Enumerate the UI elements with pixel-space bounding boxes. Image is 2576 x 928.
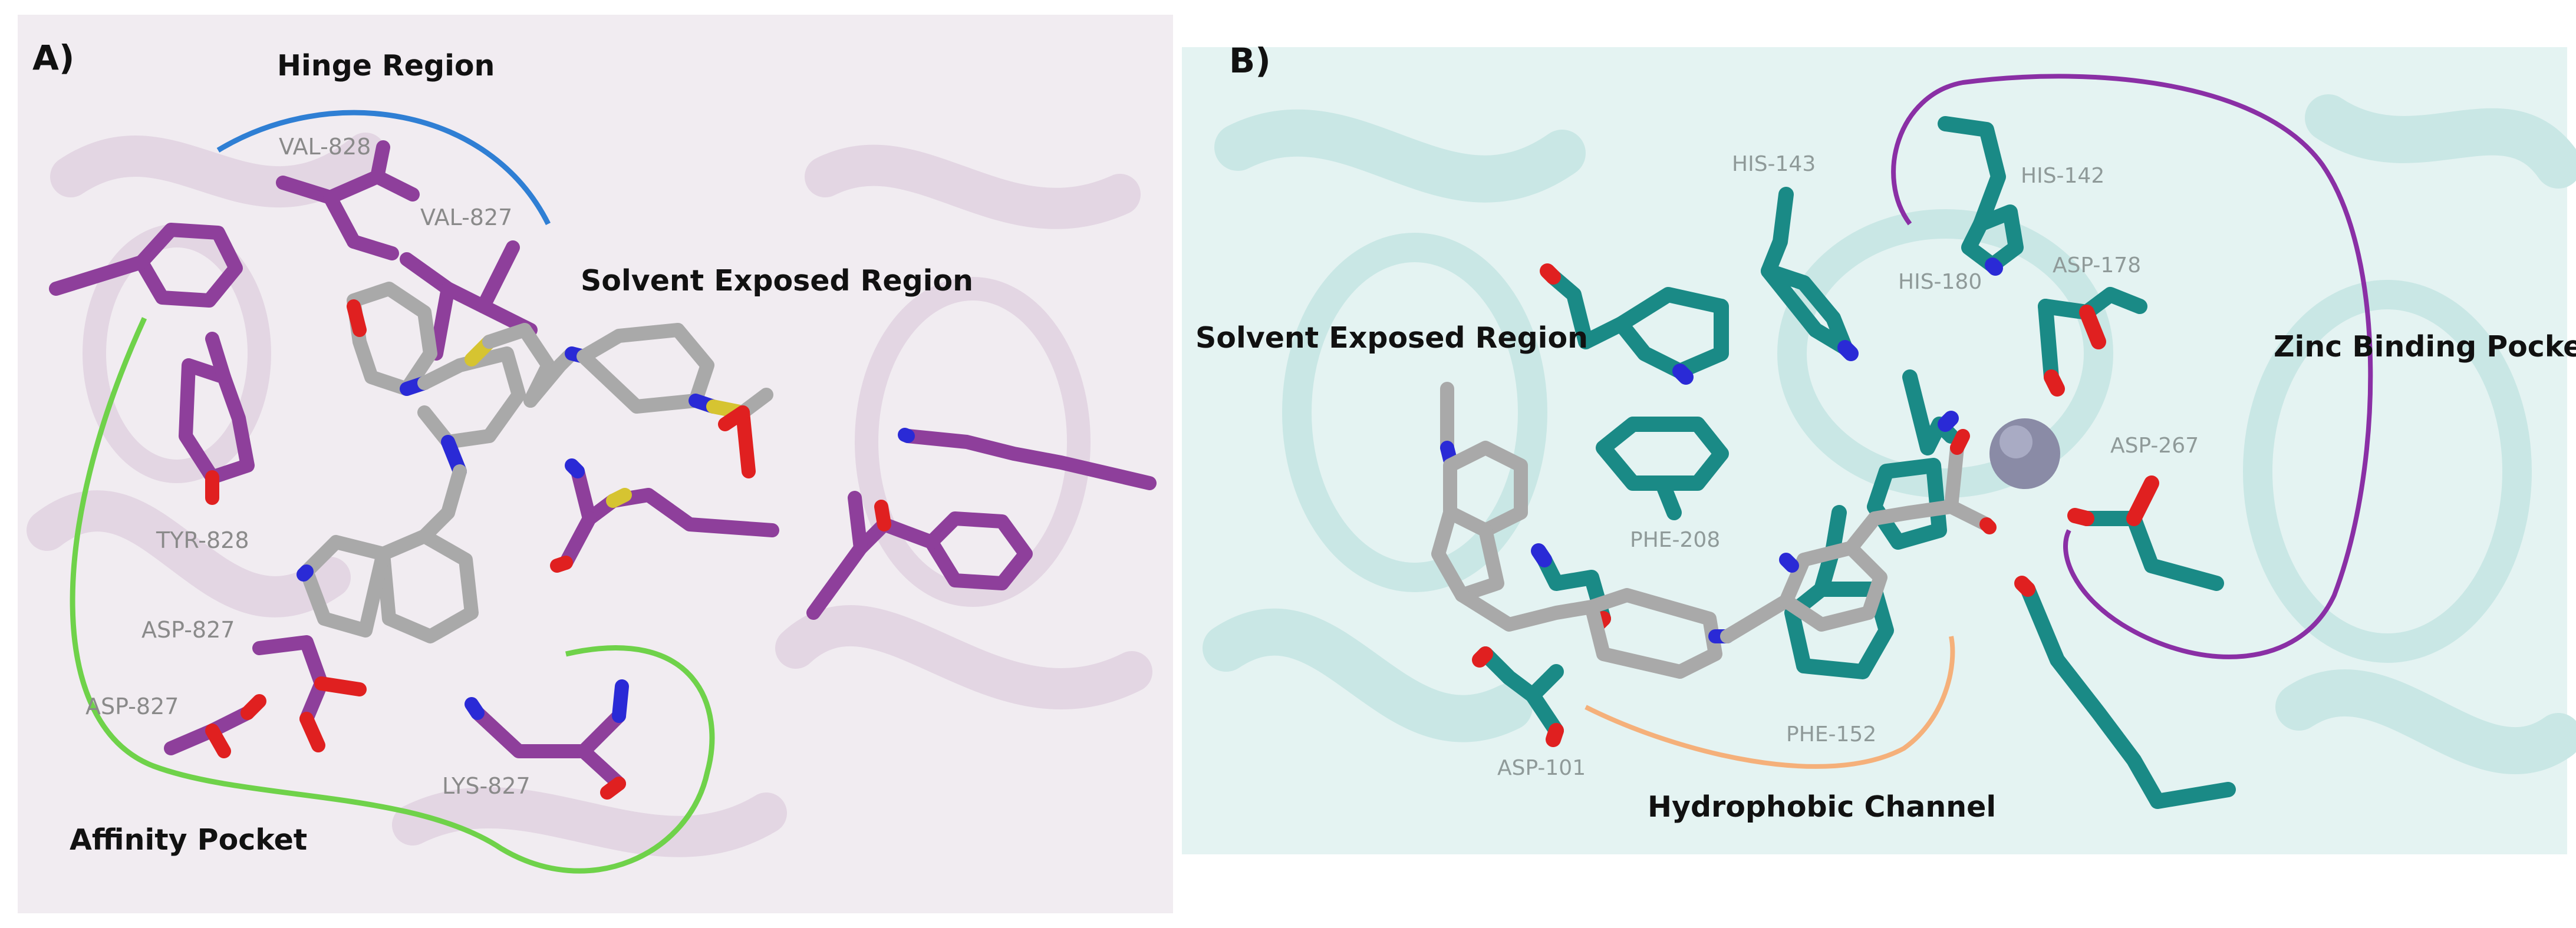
right-chain-residue	[898, 428, 1157, 490]
his143-label: HIS-143	[1732, 152, 1816, 176]
hydrophobic-channel-arc	[1585, 636, 1955, 769]
val828-label: VAL-828	[279, 134, 371, 160]
panel-a: A)	[18, 15, 1173, 913]
val827-label: VAL-827	[420, 204, 512, 230]
his143-residue	[1761, 187, 1859, 361]
phe-top-left-residue	[49, 223, 243, 308]
his180-label: HIS-180	[1898, 270, 1982, 294]
val827-residue	[400, 240, 538, 361]
asp827b-label: ASP-827	[85, 693, 179, 719]
asp178-label: ASP-178	[2053, 253, 2141, 278]
tyr828-residue	[179, 332, 255, 505]
phe208-residue	[1596, 417, 1729, 520]
ligand-b-pyrimidine-ring	[1779, 541, 1887, 632]
asp178-residue	[2038, 287, 2147, 397]
hinge-region-arc	[216, 110, 551, 226]
asp101-residue	[1472, 646, 1564, 747]
hydrophobic-channel-label: Hydrophobic Channel	[1648, 790, 1996, 824]
panel-b-protein-cartoon	[1203, 94, 2576, 774]
solvent-exposed-region-label-b: Solvent Exposed Region	[1195, 321, 1588, 355]
ligand-piperazine-ring	[577, 323, 714, 414]
panel-a-ligand	[297, 282, 773, 643]
asp101-label: ASP-101	[1497, 756, 1586, 780]
affinity-pocket-arc	[70, 317, 715, 874]
zinc-ion	[1989, 418, 2060, 489]
asp827b-residue	[164, 694, 266, 758]
solvent-exposed-region-label-a: Solvent Exposed Region	[581, 264, 973, 298]
tyr-bottom-right-residue	[2014, 576, 2236, 809]
asp267-label: ASP-267	[2110, 434, 2199, 458]
ligand-b-piperidine-ring	[1585, 588, 1722, 679]
lys827-residue	[465, 679, 629, 800]
panel-a-letter: A)	[32, 38, 74, 78]
his142-label: HIS-142	[2021, 164, 2104, 188]
asp827a-residue	[252, 635, 367, 752]
lys827-label: LYS-827	[442, 773, 531, 799]
phe152-label: PHE-152	[1786, 722, 1876, 747]
asp267-residue	[2067, 475, 2224, 591]
zinc-binding-pocket-arc	[1891, 74, 2373, 659]
right-phe-residue	[806, 491, 1033, 620]
his142-residue	[1938, 116, 2024, 276]
his180-residue	[1867, 369, 1959, 550]
asp827a-label: ASP-827	[141, 617, 235, 643]
panel-a-residues	[49, 140, 1157, 800]
panel-b-residues	[1472, 116, 2236, 809]
panel-b-letter: B)	[1229, 41, 1271, 81]
affinity-pocket-label: Affinity Pocket	[70, 823, 307, 857]
hinge-region-label: Hinge Region	[277, 49, 495, 82]
panel-b-ligand	[1431, 382, 1997, 679]
val828-residue	[276, 140, 420, 260]
ligand-morpholine-ring	[347, 282, 437, 396]
phe208-label: PHE-208	[1630, 528, 1720, 552]
solvent-his-residue	[1540, 263, 1729, 385]
panel-b: B)	[1182, 41, 2576, 854]
tyr828-label: TYR-828	[156, 527, 249, 553]
met-middle-residue	[550, 458, 779, 573]
zinc-binding-pocket-label: Zinc Binding Pocket	[2274, 330, 2576, 364]
